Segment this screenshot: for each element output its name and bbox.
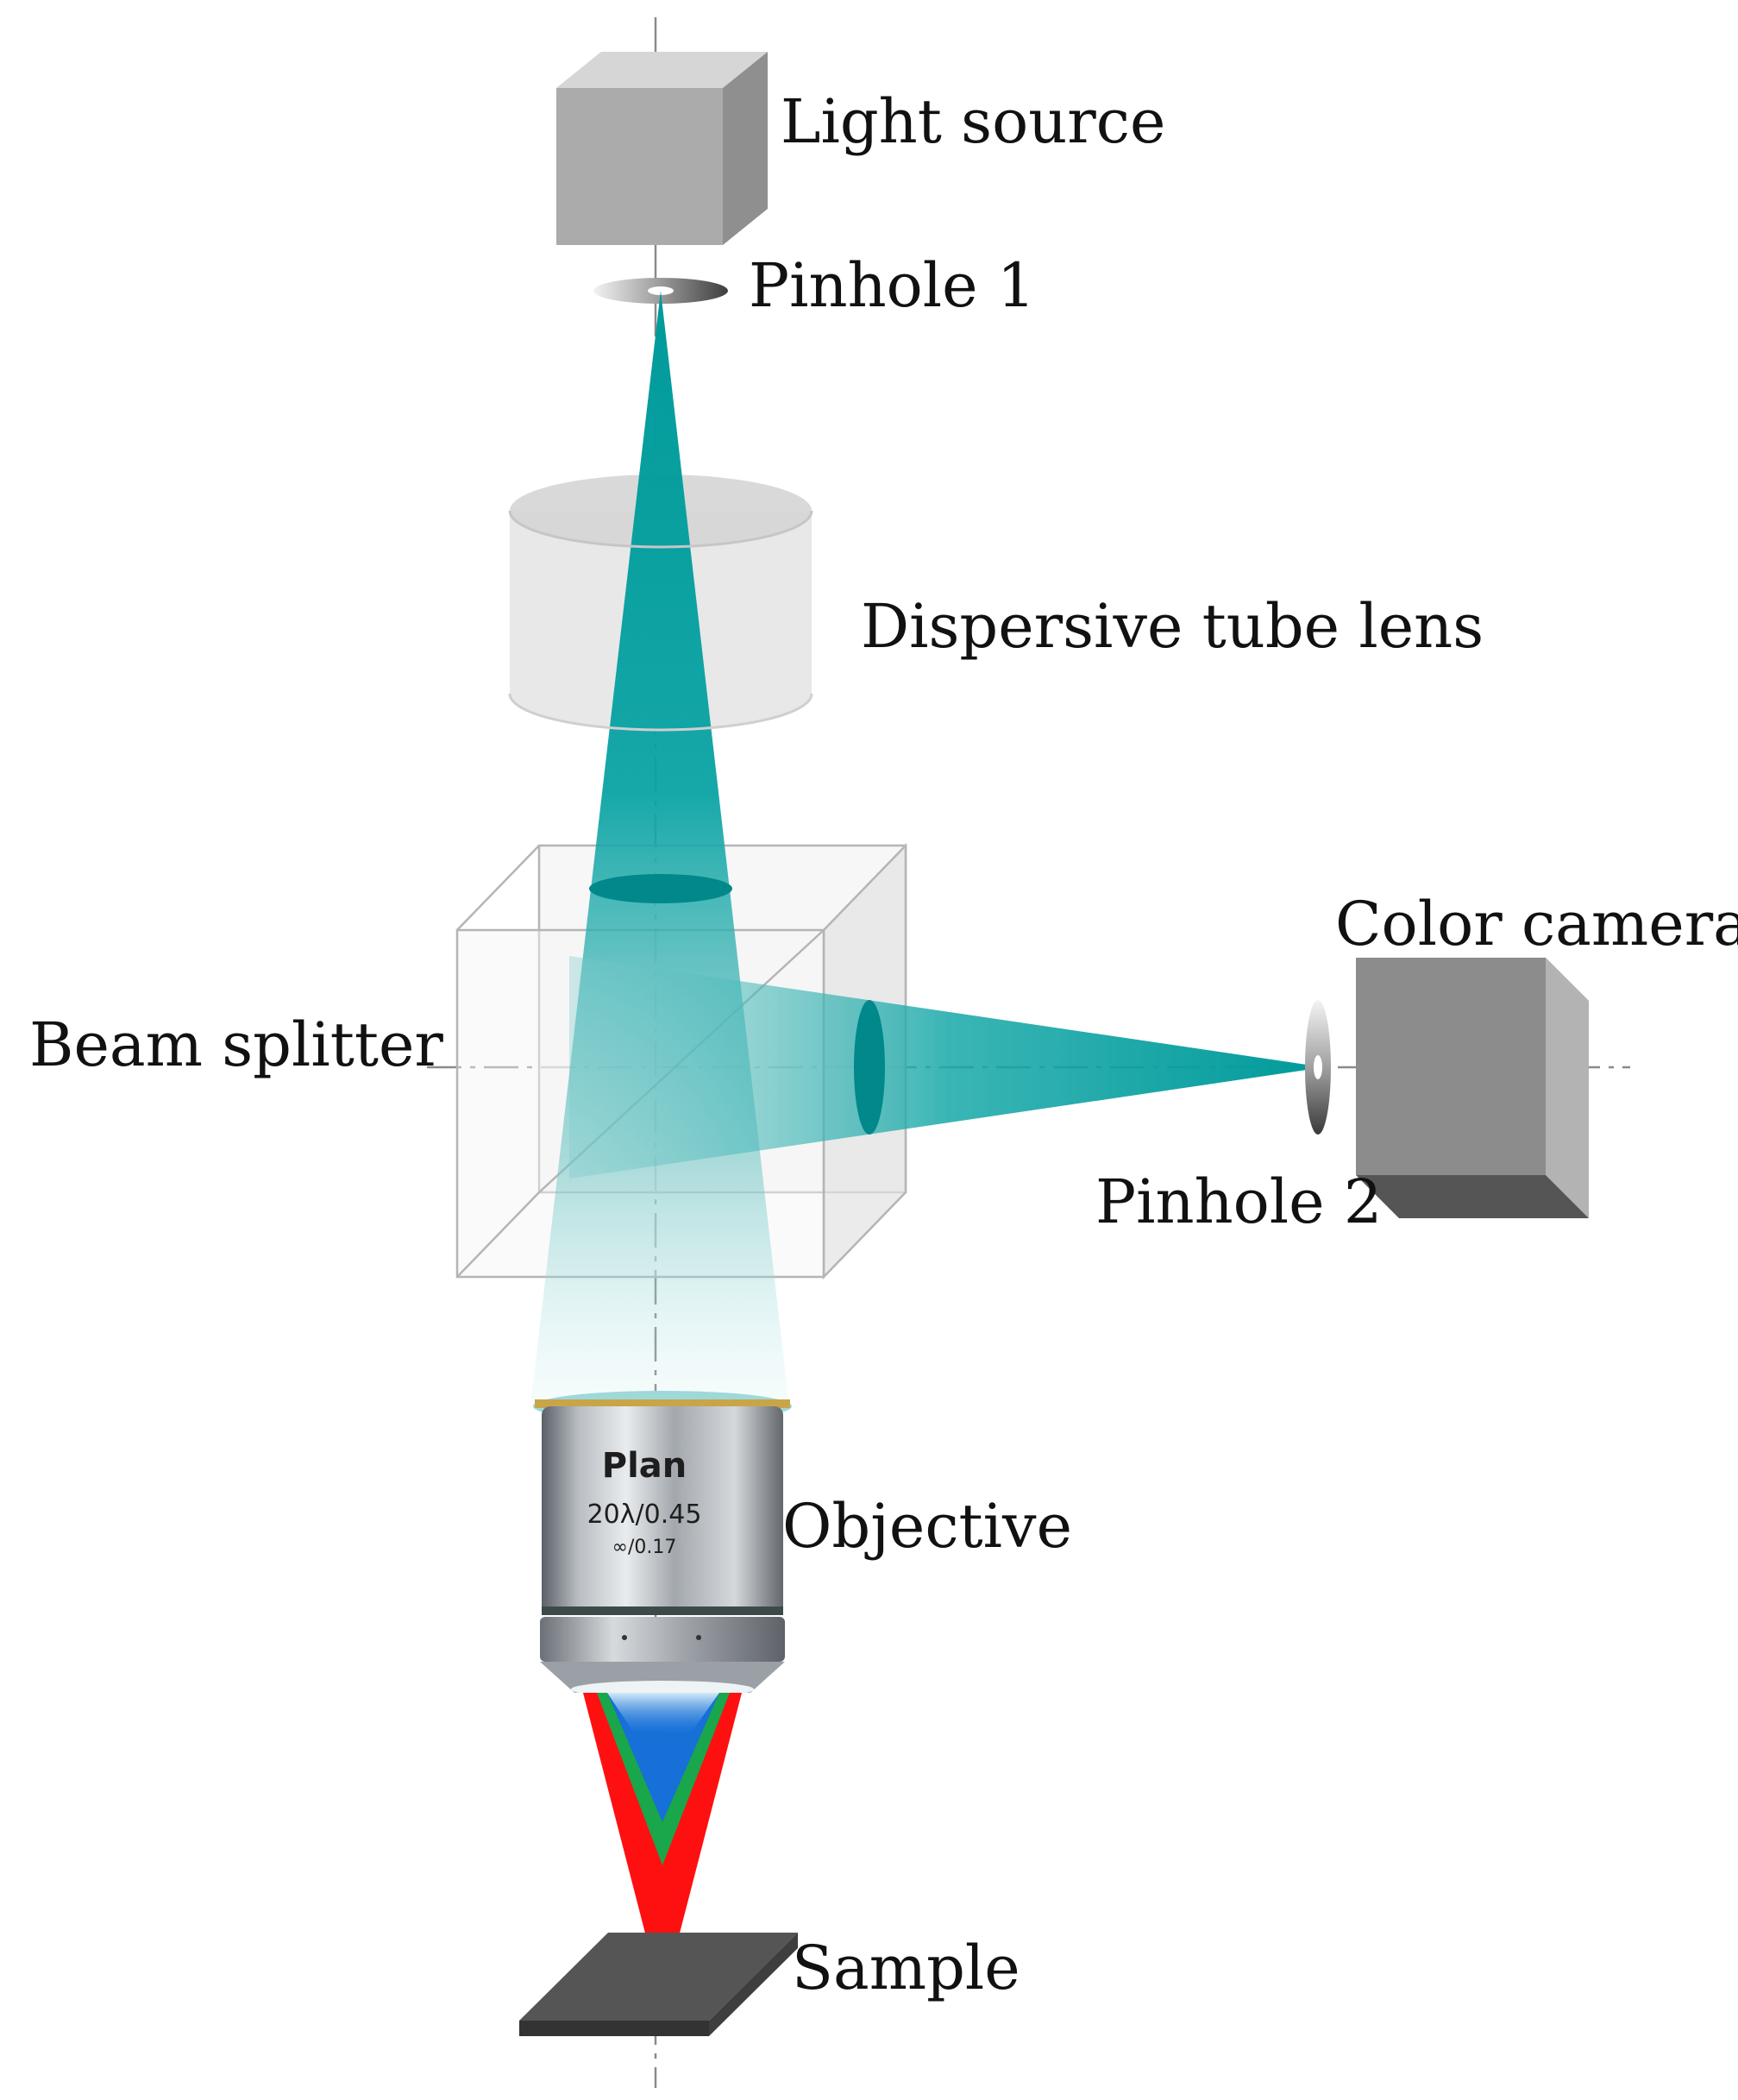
label-pinhole-1: Pinhole 1 xyxy=(749,250,1035,321)
light-source-box xyxy=(556,52,768,245)
label-light-source: Light source xyxy=(781,86,1165,157)
label-pinhole-2: Pinhole 2 xyxy=(1095,1166,1382,1237)
label-color-camera: Color camera xyxy=(1335,889,1738,959)
label-objective: Objective xyxy=(782,1491,1072,1562)
label-sample: Sample xyxy=(792,1933,1020,2003)
label-beam-splitter: Beam splitter xyxy=(29,1009,443,1080)
sample-plate xyxy=(519,1933,798,2036)
objective-lens xyxy=(533,1391,792,1698)
tube-lens-front xyxy=(508,510,813,732)
objective-engraving-plan: Plan xyxy=(602,1446,687,1486)
spectral-focus-cones xyxy=(583,1693,742,2000)
objective-engraving-magnification: 20λ/0.45 xyxy=(587,1500,702,1530)
reflected-beam xyxy=(569,956,1324,1179)
color-camera-box xyxy=(1356,958,1589,1218)
pinhole-2 xyxy=(1305,1000,1331,1135)
label-tube-lens: Dispersive tube lens xyxy=(861,591,1484,662)
objective-engraving-tube: ∞/0.17 xyxy=(612,1537,677,1558)
